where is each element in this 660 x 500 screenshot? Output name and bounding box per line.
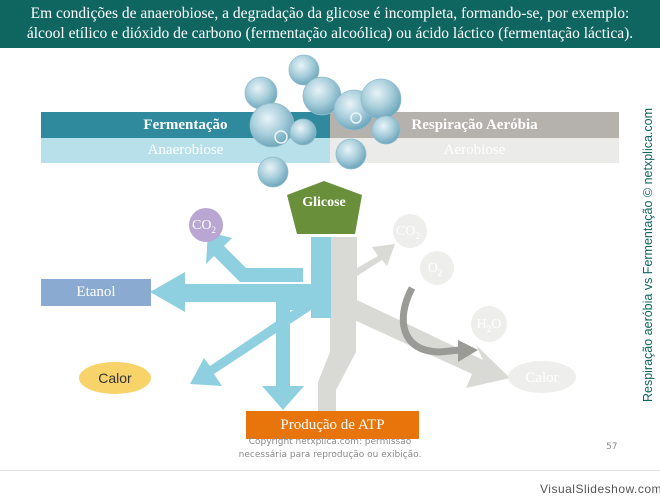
heat-aerobic-label: Calor	[525, 370, 558, 386]
atp-production-box: Produção de ATP	[246, 411, 419, 439]
co2-aerobic-bubble	[393, 214, 427, 248]
h2o-subscript: 2	[487, 324, 492, 334]
o2-subscript: 2	[438, 268, 443, 278]
fermentation-header: Fermentação	[41, 112, 330, 138]
svg-text:CO2: CO2	[396, 224, 420, 241]
oxygen-water-arrowhead	[458, 340, 478, 362]
o2-label: O	[428, 261, 438, 276]
aerobic-flow	[318, 237, 510, 414]
svg-text:H2O: H2O	[477, 317, 502, 334]
co2-aerobic-label: CO	[396, 224, 415, 239]
side-caption-text: Respiração aeróbia vs Fermentação © netx…	[641, 107, 655, 403]
glucose-pentagon	[287, 181, 362, 234]
watermark: VisualSlideshow.com	[540, 482, 660, 496]
o2-bubble	[420, 251, 454, 285]
co2-fermentation-subscript: 2	[211, 225, 216, 235]
co2-fermentation-bubble	[189, 208, 223, 242]
page-number: 57	[606, 442, 618, 452]
aerobiosis-label: Aerobiose	[330, 138, 619, 163]
aerobic-header: Respiração Aeróbia	[330, 112, 619, 138]
svg-text:CO2: CO2	[192, 218, 216, 235]
h2o-label-o: O	[491, 317, 501, 332]
anaerobiosis-label: Anaerobiose	[41, 138, 330, 163]
copyright-note: Copyright netxplica.com: permissão neces…	[220, 436, 440, 462]
intro-banner: Em condições de anaerobiose, a degradaçã…	[0, 0, 660, 48]
glucose-label: Glicose	[302, 195, 346, 210]
h2o-bubble	[471, 306, 507, 342]
intro-line-1: Em condições de anaerobiose, a degradaçã…	[30, 5, 630, 22]
co2-fermentation-label: CO	[192, 218, 211, 233]
heat-fermentation-ellipse	[79, 362, 151, 394]
ethanol-box: Etanol	[41, 279, 151, 306]
copyright-line-1: Copyright netxplica.com: permissão	[248, 437, 412, 447]
copyright-line-2: necessária para reprodução ou exibição.	[238, 450, 422, 460]
intro-line-2: álcool etílico e dióxido de carbono (fer…	[26, 25, 634, 42]
oxygen-water-arrow	[399, 286, 461, 356]
heat-fermentation-label: Calor	[98, 370, 132, 386]
footer-divider	[0, 470, 660, 471]
h2o-label-h: H	[477, 317, 487, 332]
side-caption: Respiração aeróbia vs Fermentação © netx…	[636, 90, 660, 420]
heat-aerobic-ellipse	[508, 361, 576, 393]
svg-text:O2: O2	[428, 261, 443, 278]
co2-aerobic-subscript: 2	[415, 231, 420, 241]
fermentation-flow	[150, 232, 331, 410]
